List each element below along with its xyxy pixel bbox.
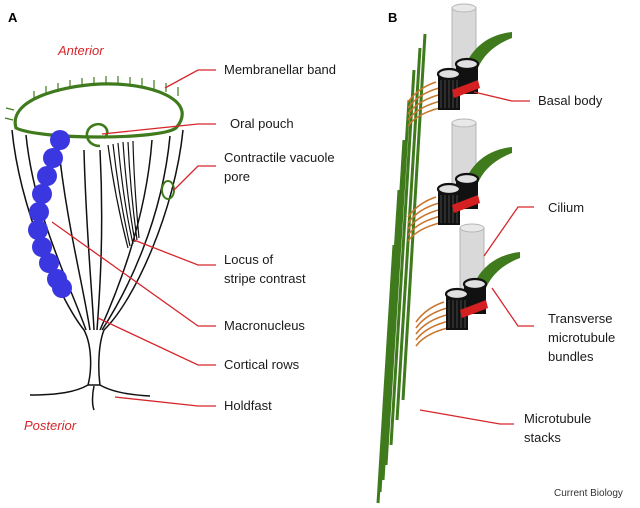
holdfast (29, 384, 151, 411)
locus-stripe-contrast-label-line2: stripe contrast (224, 271, 306, 286)
locus-stripe-contrast-label: Locus of (224, 252, 274, 267)
macronucleus-node (29, 202, 49, 222)
transverse-microtubule-bundle (452, 195, 480, 213)
cortical-rows (25, 134, 171, 331)
panel-b-leaders (419, 91, 534, 425)
macronucleus-node (50, 130, 70, 150)
basal-body-unit (407, 3, 512, 127)
transverse-microtubule-bundle (460, 300, 488, 318)
macronucleus-node (28, 220, 48, 240)
oral-pouch (85, 122, 109, 148)
basal-body-top (436, 67, 462, 81)
contractile-vacuole-label: Contractile vacuole (224, 150, 335, 165)
basal-body-top (462, 277, 488, 291)
posterior-label: Posterior (24, 418, 77, 433)
basal-body-label: Basal body (538, 93, 603, 108)
panel-a-letter: A (8, 10, 18, 25)
rootlet-arc (407, 81, 437, 103)
rootlet-arc (407, 196, 437, 218)
macronucleus-node (32, 237, 52, 257)
macronucleus-label: Macronucleus (224, 318, 305, 333)
cortical-rows-label: Cortical rows (224, 357, 300, 372)
macronucleus-node (52, 278, 72, 298)
oral-pouch-label: Oral pouch (230, 116, 294, 131)
transverse-microtubule-bundle (452, 80, 480, 98)
striated-rootlet (468, 32, 512, 68)
panel-a-leaders (51, 69, 216, 407)
basal-body-unit (407, 118, 512, 242)
rootlet-arc (415, 307, 448, 329)
membranellar-band-label: Membranellar band (224, 62, 336, 77)
membranellar-cilia (4, 76, 179, 121)
holdfast-label: Holdfast (224, 398, 272, 413)
basal-body-top (454, 172, 480, 186)
transverse-label-line2: microtubule (548, 330, 615, 345)
transverse-label: Transverse (548, 311, 613, 326)
cilium-tip (451, 118, 477, 128)
microtubule-stacks-label-line2: stacks (524, 430, 561, 445)
macronucleus (28, 130, 72, 298)
transverse-label-line3: bundles (548, 349, 594, 364)
striated-rootlet (476, 252, 520, 288)
panel-b-letter: B (388, 10, 397, 25)
microtubule-stacks (376, 33, 427, 504)
striated-rootlet (468, 147, 512, 183)
rootlet-arc (407, 202, 440, 224)
contractile-vacuole-label-line2: pore (224, 169, 250, 184)
basal-body-top (436, 182, 462, 196)
panel-b: B Basal body Cilium Transverse microtubu… (376, 3, 615, 504)
membranelle-cilium (5, 107, 15, 111)
macronucleus-node (32, 184, 52, 204)
panel-a: A (4, 10, 336, 433)
stripe-contrast-ribs (107, 140, 140, 249)
cilium-label: Cilium (548, 200, 584, 215)
basal-body-top (444, 287, 470, 301)
rootlet-arc (415, 301, 445, 323)
basal-body-top (454, 57, 480, 71)
microtubule-stacks-label: Microtubule (524, 411, 591, 426)
macronucleus-node (39, 253, 59, 273)
macronucleus-node (37, 166, 57, 186)
basal-body-unit (415, 223, 520, 347)
basal-body-units (407, 3, 520, 347)
rootlet-arc (407, 87, 440, 109)
cilium-tip (459, 223, 485, 233)
cell-body-outline (11, 129, 184, 386)
membranelle-cilium (4, 117, 14, 121)
membranellar-band (4, 76, 184, 139)
cilium-tip (451, 3, 477, 13)
macronucleus-node (43, 148, 63, 168)
anterior-label: Anterior (57, 43, 104, 58)
journal-credit: Current Biology (554, 488, 623, 499)
